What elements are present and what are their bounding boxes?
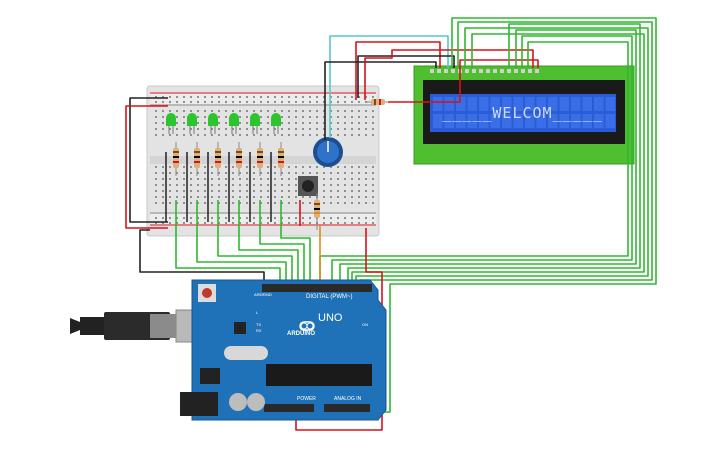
lcd-resistor[interactable] — [366, 99, 390, 105]
lcd-module[interactable] — [413, 65, 635, 165]
usb-cable[interactable] — [70, 309, 207, 343]
led-2[interactable] — [187, 113, 197, 134]
rx-label: RX — [256, 328, 262, 333]
led-4[interactable] — [229, 113, 239, 134]
led-5[interactable] — [250, 113, 260, 134]
breadboard-ground-jumpers — [165, 152, 272, 222]
resistor-5[interactable] — [257, 142, 263, 176]
led-1[interactable] — [166, 113, 176, 134]
l-led-label: L — [256, 310, 259, 315]
push-button[interactable] — [298, 176, 318, 196]
arduino-brand: ARDUINO — [287, 331, 315, 337]
resistor-3[interactable] — [215, 142, 221, 176]
lcd-display-text: _____WELCOM_____ — [442, 104, 603, 122]
aref-label: AREF — [254, 292, 265, 297]
potentiometer[interactable] — [313, 137, 343, 167]
led-6[interactable] — [271, 113, 281, 134]
resistor-row — [173, 142, 284, 176]
on-led-label: ON — [362, 322, 368, 327]
tx-label: TX — [256, 322, 262, 327]
button-resistor[interactable] — [314, 193, 320, 230]
led-row — [166, 113, 281, 134]
analog-header-label: ANALOG IN — [334, 396, 362, 402]
digital-header-label: DIGITAL (PWM~) — [306, 294, 353, 300]
arduino-uno-board[interactable] — [180, 279, 387, 421]
gnd-label: GND — [263, 292, 272, 297]
led-3[interactable] — [208, 113, 218, 134]
resistor-2[interactable] — [194, 142, 200, 176]
power-header-label: POWER — [297, 396, 316, 402]
resistor-1[interactable] — [173, 142, 179, 176]
resistor-4[interactable] — [236, 142, 242, 176]
resistor-6[interactable] — [278, 142, 284, 176]
arduino-model: UNO — [318, 312, 343, 324]
